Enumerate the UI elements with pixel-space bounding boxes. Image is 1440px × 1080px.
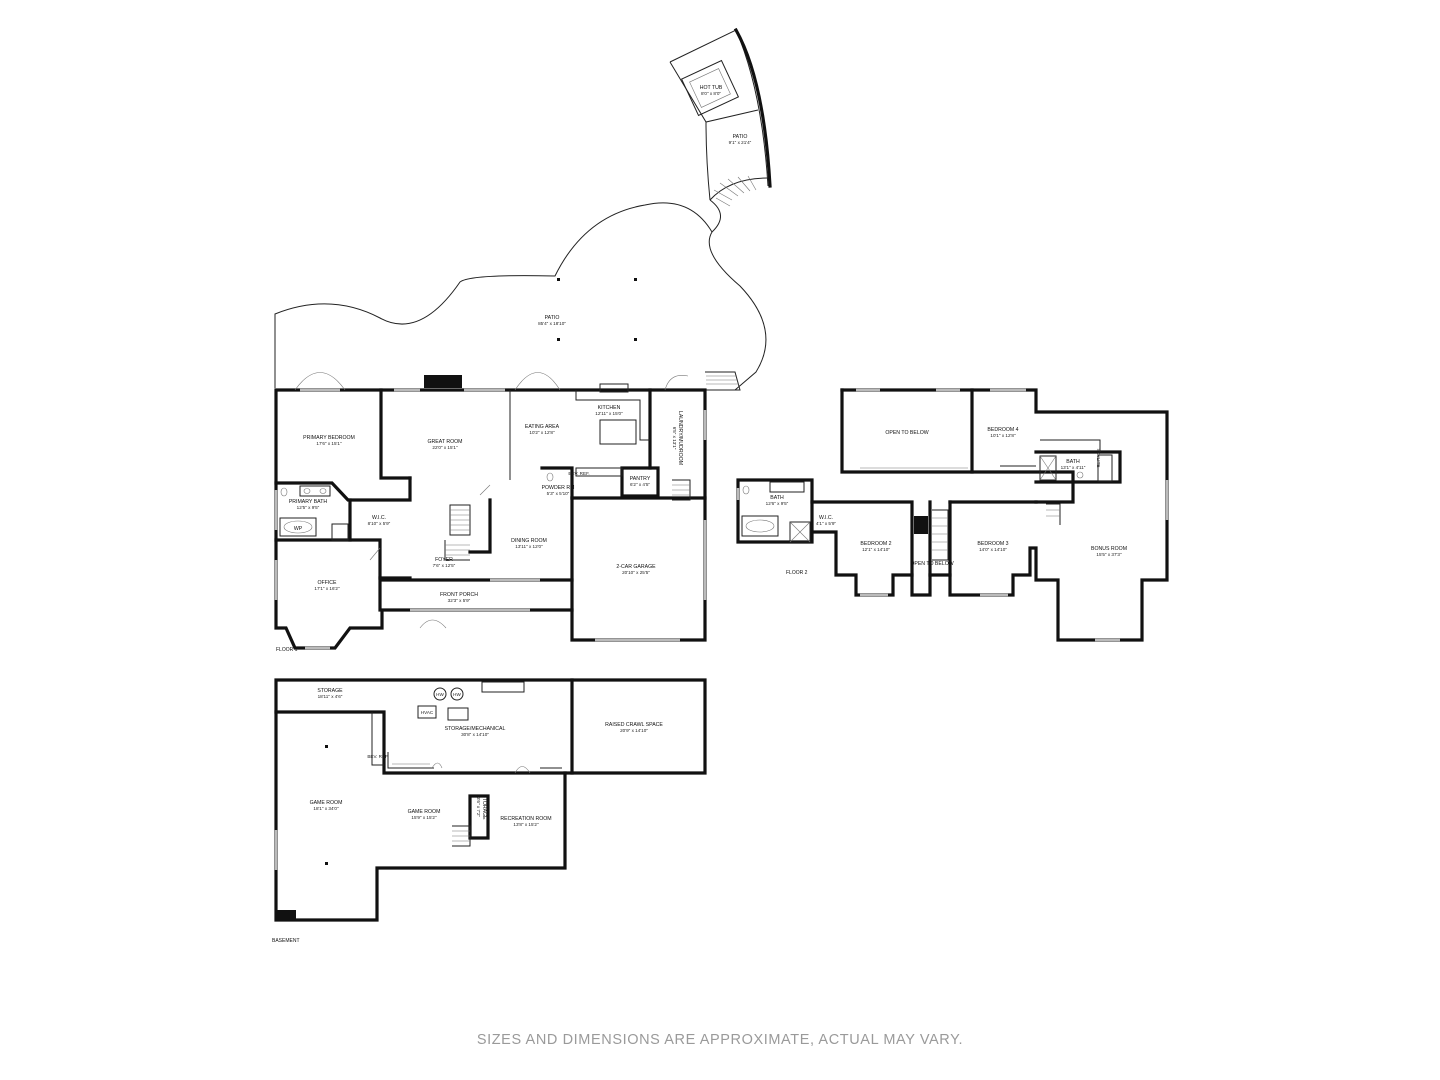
bedroom-3-dim: 14'0" x 14'10" (979, 547, 1007, 552)
bath-f2-left-label: BATH (770, 495, 784, 501)
wic-2-dim: 4'1" x 5'9" (816, 521, 836, 526)
patio-upper-label: PATIO (733, 134, 748, 140)
dining-room-label: DINING ROOM (511, 538, 547, 544)
recreation-room-dim: 13'8" x 15'2" (513, 822, 539, 827)
game-room-small-dim: 15'9" x 15'2" (411, 815, 437, 820)
patio-outline (274, 27, 772, 391)
eating-area-dim: 10'2" x 12'8" (529, 430, 555, 435)
bev-ref-2-label: BEV. REF. (367, 754, 388, 759)
foyer-label: FOYER (435, 557, 453, 563)
game-room-small-label: GAME ROOM (408, 809, 441, 815)
pantry-label: PANTRY (630, 476, 651, 482)
primary-bath-dim: 12'5" x 9'5" (297, 505, 320, 510)
office-label: OFFICE (317, 580, 337, 586)
room-labels: HOT TUB 8'0" x 8'0" PATIO 9'1" x 21'4" P… (272, 85, 1127, 944)
hot-tub-dim: 8'0" x 8'0" (701, 91, 721, 96)
skylite-label: SKYLITE (1096, 449, 1101, 468)
open-below-2-label: OPEN TO BELOW (910, 561, 953, 567)
laundry-dim: 6'5" x 13'1" (672, 427, 677, 450)
front-porch-dim: 32'3" x 5'9" (448, 598, 471, 603)
storage-mech-label: STORAGE/MECHANICAL (445, 726, 506, 732)
great-room-label: GREAT ROOM (428, 439, 463, 445)
garage-dim: 20'10" x 25'5" (622, 570, 650, 575)
storage-top-label: STORAGE (317, 688, 343, 694)
crawl-space-label: RAISED CRAWL SPACE (605, 722, 663, 728)
laundry-label: LAUNDRY/MUDROOM (677, 411, 683, 465)
storage-small-dim: 3'6" x 7'2" (476, 797, 481, 817)
wic-2-label: W.I.C. (819, 515, 833, 521)
patio-main-label: PATIO (545, 315, 560, 321)
basement-plan (274, 678, 707, 922)
recreation-room-label: RECREATION ROOM (500, 816, 551, 822)
kitchen-dim: 12'11" x 15'0" (595, 411, 623, 416)
office-dim: 17'1" x 16'2" (314, 586, 340, 591)
game-room-big-dim: 18'1" x 34'0" (313, 806, 339, 811)
floor-1-plan (274, 372, 707, 650)
patio-main-dim: 85'4" x 18'10" (538, 321, 566, 326)
bath-f2-right-dim: 13'1" x 4'11" (1061, 465, 1086, 470)
floor-1-title: FLOOR 1 (276, 647, 298, 653)
great-room-dim: 22'0" x 15'1" (432, 445, 458, 450)
powder-room-label: POWDER RM (542, 485, 575, 491)
open-below-1-label: OPEN TO BELOW (885, 430, 928, 436)
storage-mech-dim: 30'8" x 14'10" (461, 732, 489, 737)
bath-f2-left-dim: 12'6" x 9'5" (766, 501, 789, 506)
hw-2-label: HW (453, 692, 461, 697)
powder-room-dim: 5'3" x 5'10" (547, 491, 570, 496)
bath-f2-right-label: BATH (1066, 459, 1080, 465)
garage-label: 2-CAR GARAGE (616, 564, 656, 570)
hw-1-label: HW (436, 692, 444, 697)
floor-2-plan (736, 388, 1169, 642)
patio-upper-dim: 9'1" x 21'4" (729, 140, 752, 145)
hot-tub-label: HOT TUB (700, 85, 723, 91)
bedroom-3-label: BEDROOM 3 (977, 541, 1008, 547)
front-porch-label: FRONT PORCH (440, 592, 478, 598)
dining-room-dim: 13'11" x 12'0" (515, 544, 543, 549)
bonus-room-label: BONUS ROOM (1091, 546, 1127, 552)
wic-1-dim: 8'10" x 5'9" (368, 521, 391, 526)
wp-label: WP (294, 526, 303, 532)
game-room-big-label: GAME ROOM (310, 800, 343, 806)
bedroom-2-dim: 12'1" x 14'10" (862, 547, 890, 552)
primary-bedroom-label: PRIMARY BEDROOM (303, 435, 355, 441)
foyer-dim: 7'6" x 12'5" (433, 563, 456, 568)
kitchen-label: KITCHEN (598, 405, 621, 411)
bev-ref-1-label: BEV. REF. (568, 471, 589, 476)
storage-top-dim: 18'11" x 4'6" (318, 694, 343, 699)
bedroom-4-label: BEDROOM 4 (987, 427, 1018, 433)
basement-title: BASEMENT (272, 938, 300, 944)
bedroom-2-label: BEDROOM 2 (860, 541, 891, 547)
wic-1-label: W.I.C. (372, 515, 386, 521)
eating-area-label: EATING AREA (525, 424, 560, 430)
disclaimer-text: SIZES AND DIMENSIONS ARE APPROXIMATE, AC… (476, 1032, 964, 1048)
bedroom-4-dim: 10'1" x 12'8" (990, 433, 1016, 438)
floor-2-title: FLOOR 2 (786, 570, 808, 576)
primary-bath-label: PRIMARY BATH (289, 499, 328, 505)
storage-small-label: STORAGE (481, 794, 487, 820)
hvac-label: HVAC (421, 710, 434, 715)
pantry-dim: 6'2" x 4'5" (630, 482, 650, 487)
bonus-room-dim: 15'5" x 37'3" (1096, 552, 1122, 557)
crawl-space-dim: 20'9" x 14'10" (620, 728, 648, 733)
primary-bedroom-dim: 17'6" x 15'1" (316, 441, 342, 446)
